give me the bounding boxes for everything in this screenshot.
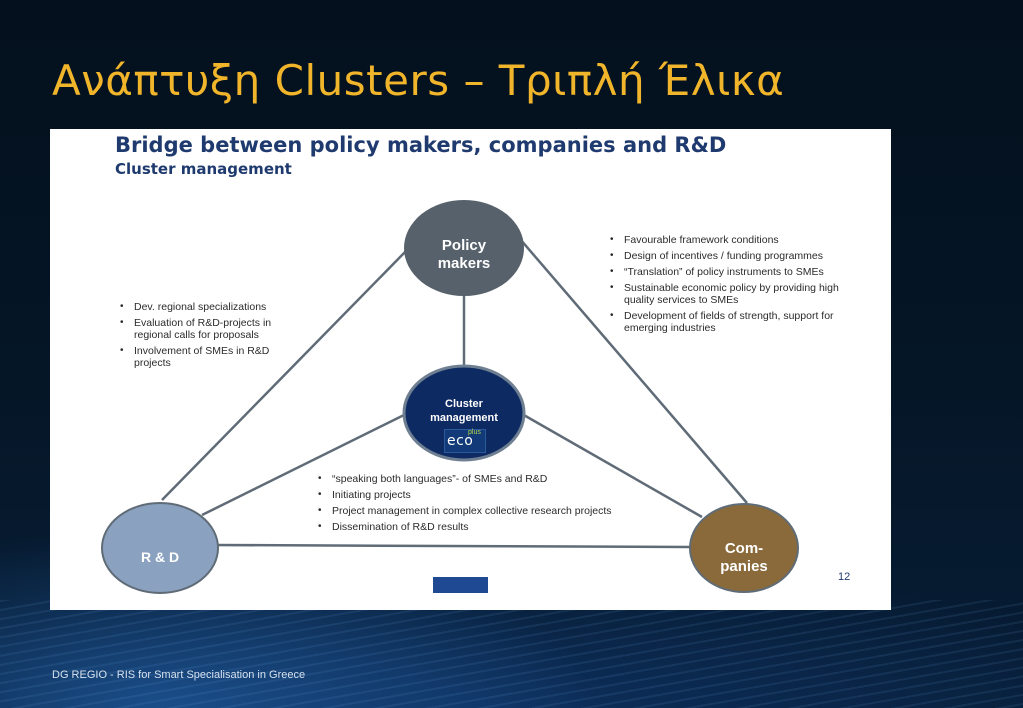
list-item: “Translation” of policy instruments to S…: [608, 266, 858, 278]
cluster-management-label: Cluster management: [410, 397, 518, 425]
companies-label: Com- panies: [690, 540, 798, 576]
list-item: Development of fields of strength, suppo…: [608, 310, 858, 334]
list-item: Sustainable economic policy by providing…: [608, 282, 858, 306]
list-item: Favourable framework conditions: [608, 234, 858, 246]
rd-label: R & D: [140, 549, 180, 565]
list-item: Initiating projects: [316, 489, 646, 501]
rd-policy-bullets: Dev. regional specializations Evaluation…: [118, 301, 298, 373]
ecoplus-logo: eco plus: [444, 429, 486, 453]
list-item: Project management in complex collective…: [316, 505, 646, 517]
cluster-management-label-line1: Cluster: [445, 398, 483, 410]
panel-title: Bridge between policy makers, companies …: [115, 133, 727, 157]
node-companies: [689, 503, 799, 593]
triple-helix-diagram: [101, 200, 799, 594]
connector-policy-companies: [519, 238, 748, 504]
slide-title: Ανάπτυξη Clusters – Τριπλή Έλικα: [52, 56, 785, 105]
connector-cluster-rd: [201, 412, 407, 517]
list-item: Dev. regional specializations: [118, 301, 298, 313]
policy-makers-label-line2: makers: [437, 255, 491, 272]
list-item: Dissemination of R&D results: [316, 521, 646, 533]
companies-label-line2: panies: [720, 558, 768, 575]
ecoplus-logo-sup: plus: [468, 429, 481, 436]
connector-cluster-companies: [521, 412, 703, 519]
cluster-management-label-line2: management: [430, 412, 498, 424]
list-item: “speaking both languages”- of SMEs and R…: [316, 473, 646, 485]
cluster-bullets: “speaking both languages”- of SMEs and R…: [316, 473, 646, 537]
policy-companies-bullets: Favourable framework conditions Design o…: [608, 234, 858, 338]
background-light-streaks: [0, 600, 1023, 708]
policy-makers-label-line1: Policy: [441, 237, 487, 254]
list-item: Design of incentives / funding programme…: [608, 250, 858, 262]
ecoplus-logo-main: eco: [447, 433, 474, 449]
policy-makers-label: Policy makers: [404, 237, 524, 273]
companies-label-line1: Com-: [724, 540, 764, 557]
panel-subtitle: Cluster management: [115, 160, 292, 178]
page-number: 12: [838, 571, 851, 583]
list-item: Involvement of SMEs in R&D projects: [118, 345, 298, 369]
node-policy-makers: [404, 200, 524, 296]
node-rd: [101, 502, 219, 594]
node-cluster-management: [402, 364, 526, 462]
list-item: Evaluation of R&D-projects in regional c…: [118, 317, 298, 341]
connector-policy-rd: [161, 249, 408, 501]
blue-bar-decoration: [433, 577, 488, 593]
diagram-panel: Bridge between policy makers, companies …: [50, 129, 891, 610]
connector-rd-companies: [209, 543, 691, 549]
slide-footer: DG REGIO - RIS for Smart Specialisation …: [52, 669, 306, 681]
